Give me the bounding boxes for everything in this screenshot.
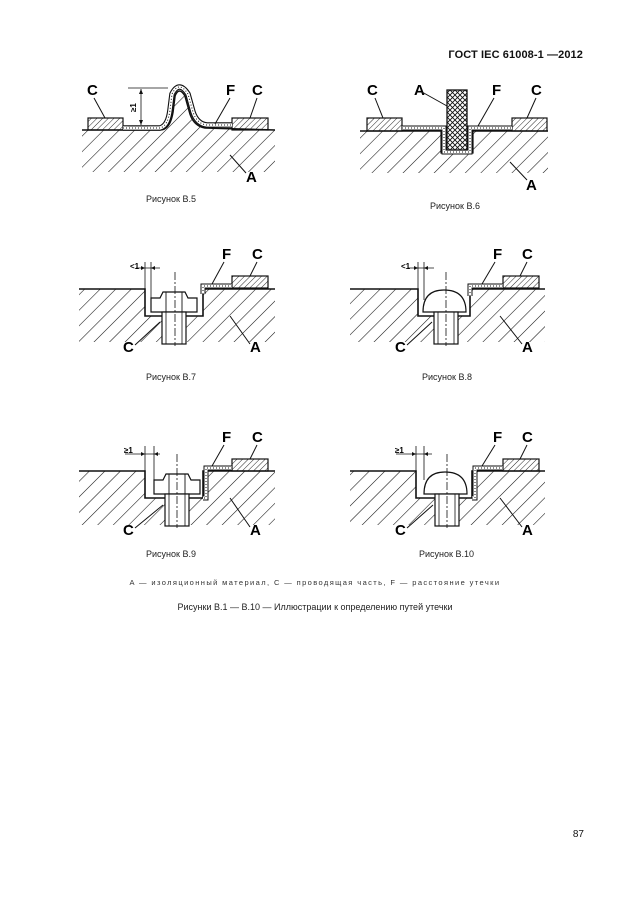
label-c-left-b5: C <box>87 82 98 99</box>
caption-b10: Рисунок В.10 <box>419 549 474 559</box>
label-a-b9: A <box>250 522 261 539</box>
label-f-b6: F <box>492 82 501 99</box>
caption-b6: Рисунок В.6 <box>430 201 480 211</box>
label-c-right-b8: C <box>522 246 533 263</box>
label-c-bottom-b8: C <box>395 339 406 356</box>
figure-group-title: Рисунки В.1 — В.10 — Иллюстрации к опред… <box>177 602 453 612</box>
label-c-bottom-b9: C <box>123 522 134 539</box>
lt1-label-b7: <1 <box>130 262 140 271</box>
caption-b7: Рисунок В.7 <box>146 372 196 382</box>
label-c-right-b7: C <box>252 246 263 263</box>
label-c-right-b9: C <box>252 429 263 446</box>
label-a-top-b6: A <box>414 82 425 99</box>
legend-text: A — изоляционный материал, C — проводяща… <box>129 578 501 587</box>
page-number: 87 <box>572 829 584 840</box>
lt1-label-b8: <1 <box>401 262 411 271</box>
ge1-label-b9: ≥1 <box>124 446 133 455</box>
figure-b6: C A F C A <box>360 82 548 194</box>
label-a-b6: A <box>526 177 537 194</box>
label-f-b9: F <box>222 429 231 446</box>
figure-b8: <1 F C C A <box>350 246 545 356</box>
standard-header: ГОСТ IEC 61008-1 —2012 <box>448 49 583 61</box>
label-f-b7: F <box>222 246 231 263</box>
label-c-right-b10: C <box>522 429 533 446</box>
caption-b9: Рисунок В.9 <box>146 549 196 559</box>
figure-b10: ≥1 F C C A <box>350 429 545 539</box>
label-f-b8: F <box>493 246 502 263</box>
label-a-b5: A <box>246 169 257 186</box>
label-c-left-b6: C <box>367 82 378 99</box>
caption-b5: Рисунок В.5 <box>146 194 196 204</box>
label-c-right-b6: C <box>531 82 542 99</box>
label-c-bottom-b10: C <box>395 522 406 539</box>
ge1-label-b5: ≥1 <box>129 103 138 112</box>
label-f-b10: F <box>493 429 502 446</box>
label-c-bottom-b7: C <box>123 339 134 356</box>
caption-b8: Рисунок В.8 <box>422 372 472 382</box>
label-c-right-b5: C <box>252 82 263 99</box>
label-a-b10: A <box>522 522 533 539</box>
figure-b7: <1 F C C A <box>79 246 275 356</box>
label-a-b8: A <box>522 339 533 356</box>
label-f-b5: F <box>226 82 235 99</box>
ge1-label-b10: ≥1 <box>395 446 404 455</box>
figure-b9: ≥1 F C C A <box>79 429 275 539</box>
figure-b5: ≥1 C F C A <box>82 82 276 186</box>
label-a-b7: A <box>250 339 261 356</box>
